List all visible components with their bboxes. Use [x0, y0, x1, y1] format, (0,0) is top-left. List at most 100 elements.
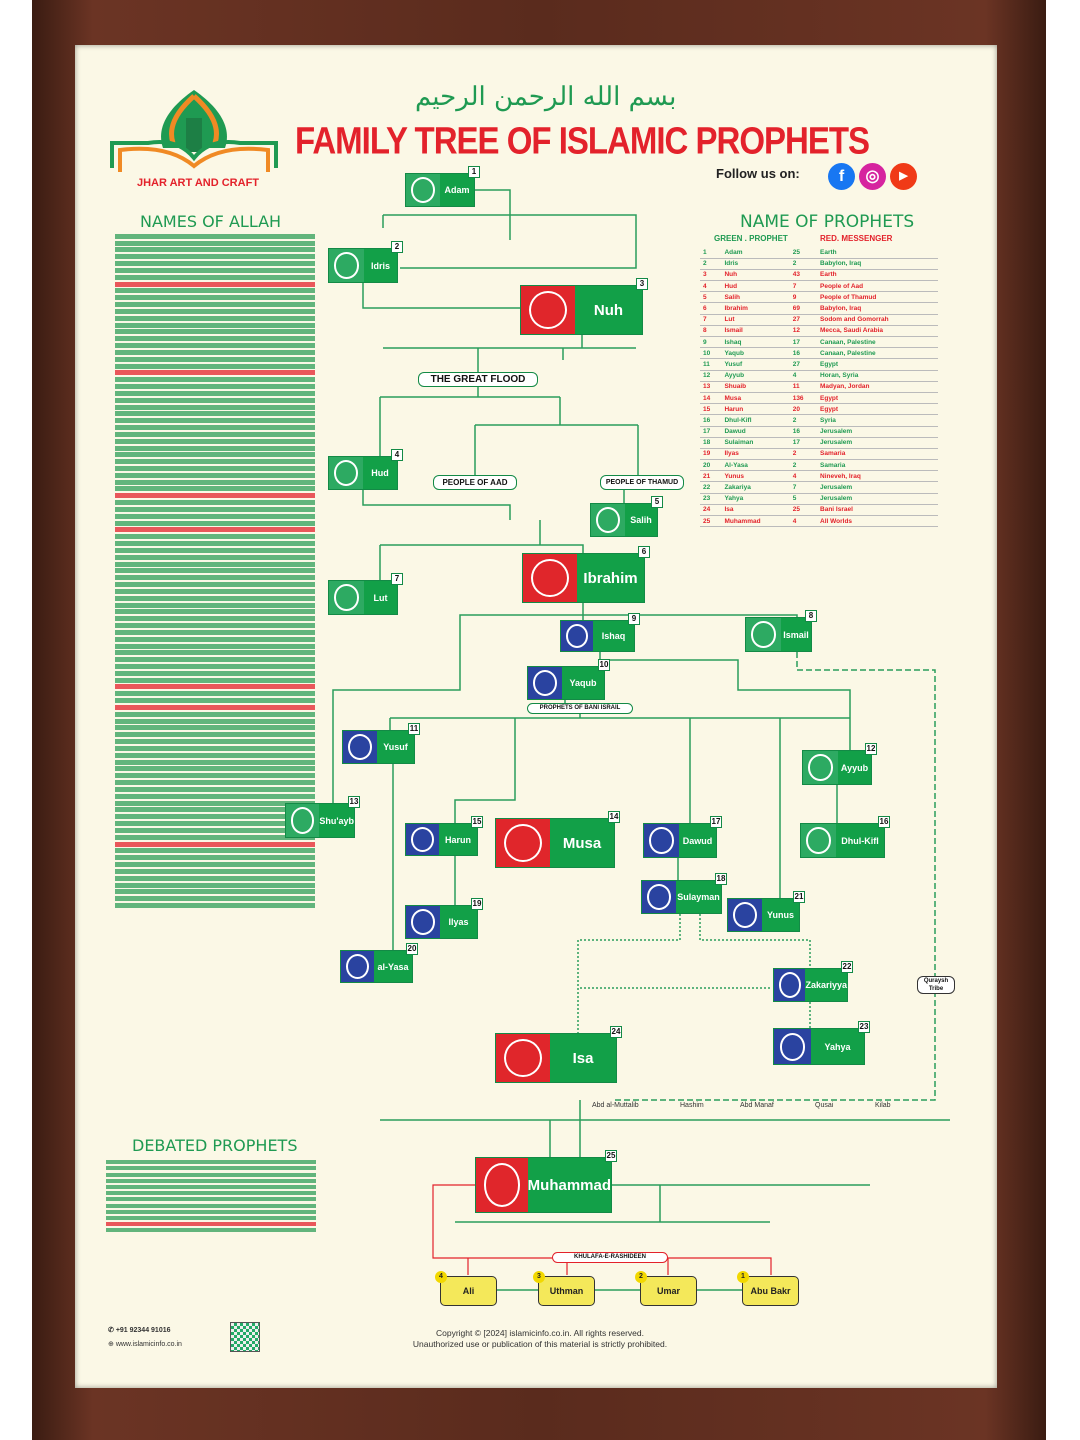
- prophet-number: 24: [610, 1026, 622, 1038]
- caliph-name: Ali: [462, 1286, 475, 1296]
- prophet-table-title: NAME OF PROPHETS: [740, 212, 915, 232]
- facebook-icon[interactable]: f: [828, 163, 855, 190]
- cell-n: 3: [700, 269, 722, 282]
- calligraphy-seal-icon: [329, 457, 363, 489]
- prophet-name: Salih: [625, 504, 657, 536]
- name-of-allah-row: [115, 616, 315, 622]
- name-of-allah-row: [115, 773, 315, 779]
- cell-count: 16: [789, 426, 818, 438]
- name-of-allah-row: [115, 643, 315, 649]
- name-of-allah-row: [115, 759, 315, 765]
- name-of-allah-row: [115, 356, 315, 362]
- cell-count: 7: [789, 280, 818, 293]
- cell-name: Nuh: [721, 269, 790, 282]
- logo-mosque-book-icon: [110, 90, 278, 172]
- contact-website[interactable]: ⊕ www.islamicinfo.co.in: [108, 1341, 182, 1348]
- name-of-allah-row: [115, 664, 315, 669]
- cell-n: 14: [700, 392, 722, 405]
- name-of-allah-row: [115, 834, 315, 840]
- debated-prophet-row: [106, 1209, 316, 1214]
- cell-n: 15: [700, 403, 722, 416]
- cell-count: 4: [789, 370, 818, 382]
- calligraphy-seal-icon: [406, 906, 440, 938]
- prophet-name: Yaqub: [562, 667, 604, 699]
- cell-n: 2: [700, 258, 722, 270]
- cell-n: 1: [700, 247, 722, 259]
- calligraphy-seal-icon: [341, 951, 374, 982]
- calligraphy-seal-icon: [642, 881, 676, 913]
- youtube-icon[interactable]: ▶: [890, 163, 917, 190]
- name-of-allah-row: [115, 493, 315, 499]
- banner-people-of-thamud: PEOPLE OF THAMUD: [600, 475, 684, 490]
- debated-prophet-row: [106, 1197, 316, 1202]
- cell-n: 16: [700, 414, 722, 427]
- cell-n: 23: [700, 493, 722, 505]
- name-of-allah-row: [115, 513, 315, 519]
- cell-place: Madyan, Jordan: [817, 381, 938, 393]
- cell-n: 11: [700, 358, 722, 371]
- prophet-name: Zakariyya: [805, 969, 847, 1001]
- prophet-name: Yusuf: [377, 731, 414, 763]
- caliph-number: 3: [533, 1271, 545, 1283]
- name-of-allah-row: [115, 534, 315, 540]
- prophet-number: 20: [406, 943, 418, 955]
- legend-red: RED. MESSENGER: [820, 234, 893, 243]
- name-of-allah-row: [115, 459, 315, 465]
- cell-name: Dawud: [721, 426, 790, 438]
- caliph-number: 1: [737, 1271, 749, 1283]
- prophet-name: Shu'ayb: [319, 804, 354, 837]
- name-of-allah-row: [115, 848, 315, 854]
- debated-prophet-row: [106, 1203, 316, 1208]
- quraysh-tribe-label: Quraysh Tribe: [917, 976, 955, 994]
- ancestor: Abd Manaf: [740, 1102, 774, 1109]
- instagram-icon[interactable]: ◎: [859, 163, 886, 190]
- cell-count: 11: [789, 381, 818, 393]
- name-of-allah-row: [115, 295, 315, 301]
- name-of-allah-row: [115, 862, 315, 868]
- cell-n: 13: [700, 381, 722, 393]
- cell-count: 20: [789, 403, 818, 416]
- cell-n: 4: [700, 280, 722, 293]
- prophet-name: Muhammad: [527, 1158, 611, 1212]
- website-link[interactable]: www.islamicinfo.co.in: [115, 1341, 182, 1348]
- phone-number: +91 92344 91016: [115, 1327, 171, 1334]
- caliph-number: 4: [435, 1271, 447, 1283]
- prophet-name: Yunus: [762, 899, 799, 931]
- cell-n: 5: [700, 291, 722, 304]
- prophet-name: Nuh: [575, 286, 642, 334]
- name-of-allah-row: [115, 363, 315, 369]
- cell-place: Babylon, Iraq: [817, 302, 938, 315]
- name-of-allah-row: [115, 793, 315, 799]
- cell-place: Samaria: [817, 459, 938, 472]
- prophet-number: 6: [638, 546, 650, 558]
- debated-prophet-row: [106, 1191, 316, 1196]
- prophet-number: 14: [608, 811, 620, 823]
- cell-place: Egypt: [817, 403, 938, 416]
- name-of-allah-row: [115, 308, 315, 314]
- page-title: FAMILY TREE OF ISLAMIC PROPHETS: [295, 119, 870, 162]
- names-of-allah-list: [115, 232, 315, 910]
- name-of-allah-row: [115, 506, 315, 512]
- name-of-allah-row: [115, 541, 315, 547]
- prophet-number: 23: [858, 1021, 870, 1033]
- cell-count: 27: [789, 358, 818, 371]
